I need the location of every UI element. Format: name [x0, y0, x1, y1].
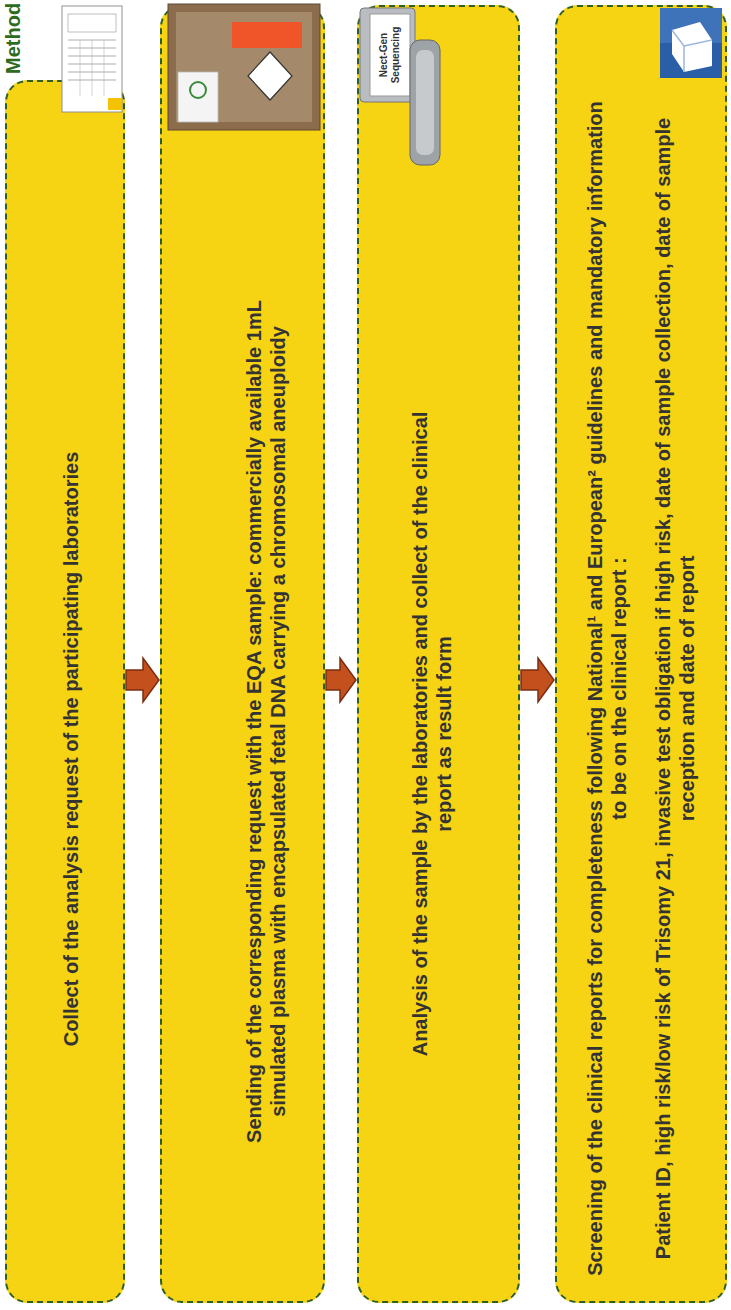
box-text: Collect of the analysis request of the p… — [58, 451, 82, 1046]
box-text: Screening of the clinical reports for co… — [583, 94, 631, 1284]
parcel-icon — [168, 4, 320, 130]
process-box: Screening of the clinical reports for co… — [555, 5, 727, 1303]
process-box: Analysis of the sample by the laboratori… — [357, 5, 520, 1303]
diagram-title: Method — [1, 3, 25, 74]
sequencer-icon — [360, 8, 440, 165]
box-text: Sending of the corresponding request wit… — [241, 271, 289, 1171]
box-text: Patient ID, high risk/low risk of Trisom… — [651, 94, 699, 1284]
report-book-icon — [660, 8, 722, 78]
process-box: Sending of the corresponding request wit… — [160, 5, 325, 1303]
text-frame: Screening of the clinical reports for co… — [557, 7, 725, 1301]
device-label: Nect-Gen Sequencing — [378, 20, 401, 90]
block-arrow — [326, 658, 356, 702]
block-arrow — [521, 658, 554, 702]
text-frame: Sending of the corresponding request wit… — [162, 7, 323, 1301]
box-text: Analysis of the sample by the laboratori… — [407, 384, 455, 1084]
text-frame: Analysis of the sample by the laboratori… — [359, 7, 518, 1301]
text-frame: Collect of the analysis request of the p… — [7, 82, 123, 1301]
request-form-icon — [62, 6, 122, 112]
block-arrow — [126, 658, 159, 702]
process-box: Collect of the analysis request of the p… — [5, 80, 125, 1303]
